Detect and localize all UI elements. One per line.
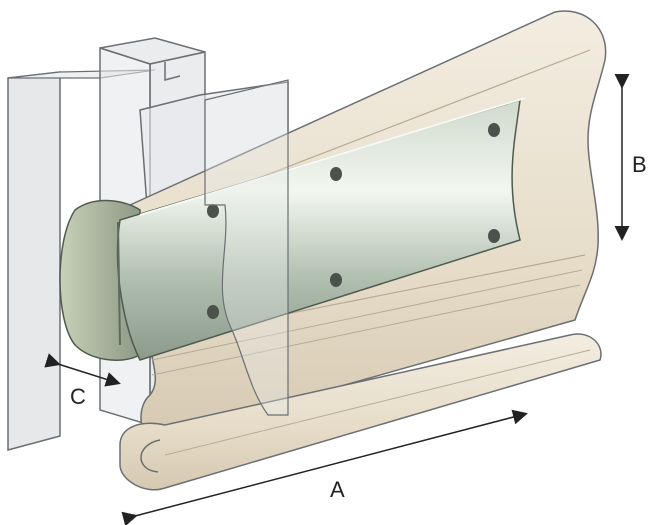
- spacer-front-plate: [204, 79, 289, 416]
- bolt-hole-icon: [207, 204, 219, 218]
- dimension-a-label: A: [330, 477, 345, 502]
- dimension-a-arrow: [121, 409, 528, 525]
- bolt-hole-icon: [207, 305, 219, 319]
- dimension-arrows: [44, 74, 630, 525]
- bolt-hole-icon: [488, 123, 500, 137]
- dimension-c-label: C: [70, 384, 86, 409]
- dimension-b-label: B: [632, 152, 647, 177]
- bolt-hole-icon: [330, 273, 342, 287]
- bolt-hole-icon: [488, 229, 500, 243]
- bolt-hole-icon: [330, 167, 342, 181]
- dimension-c-arrow: [44, 353, 121, 387]
- steel-channel: [116, 97, 526, 361]
